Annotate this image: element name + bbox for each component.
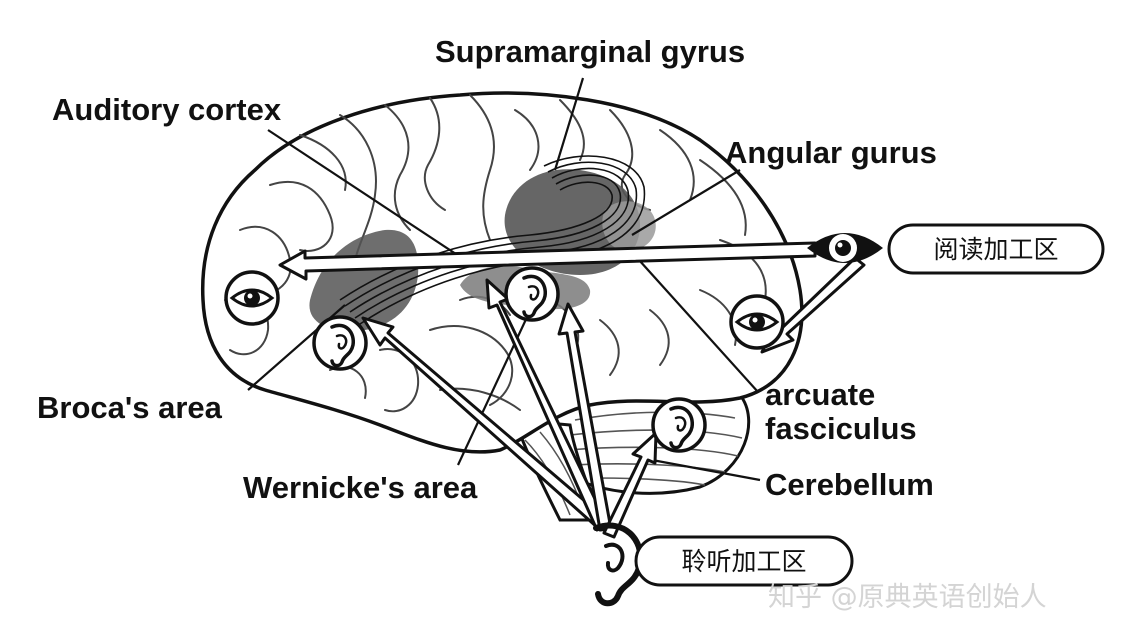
auditory-cortex-label: Auditory cortex <box>52 92 282 127</box>
ear-icon <box>651 397 707 453</box>
reading-callout: 阅读加工区 <box>887 223 1105 275</box>
supramarginal-gyrus-label: Supramarginal gyrus <box>435 34 745 69</box>
listening-callout-text: 聆听加工区 <box>681 547 806 576</box>
angular-gurus-label: Angular gurus <box>725 135 937 170</box>
eye-icon <box>224 270 280 326</box>
listening-pathway-arrows <box>361 278 658 539</box>
reading-arrow-to-broca <box>278 241 817 281</box>
ear-icon <box>312 315 368 371</box>
wernickes-area-label: Wernicke's area <box>243 470 478 505</box>
arcuate-label: arcuate <box>765 377 875 412</box>
listening-arrow-to-broca-ear <box>361 316 609 530</box>
listening-callout: 聆听加工区 <box>634 535 854 587</box>
reading-callout-text: 阅读加工区 <box>933 235 1058 264</box>
listening-arrow-to-auditory-2 <box>557 302 613 532</box>
watermark-text: 知乎 @原典英语创始人 <box>768 582 1047 613</box>
ear-icon <box>504 266 560 322</box>
ear-icon <box>593 522 644 607</box>
angular-region-shading <box>602 201 656 251</box>
brocas-area-label: Broca's area <box>37 390 223 425</box>
fasciculus-label: fasciculus <box>765 411 917 446</box>
eye-icon <box>729 294 785 350</box>
reading-pathway-arrows <box>278 241 866 354</box>
cerebellum-label: Cerebellum <box>765 467 934 502</box>
listening-arrow-to-auditory-1 <box>485 278 610 532</box>
eye-icon <box>807 233 883 263</box>
